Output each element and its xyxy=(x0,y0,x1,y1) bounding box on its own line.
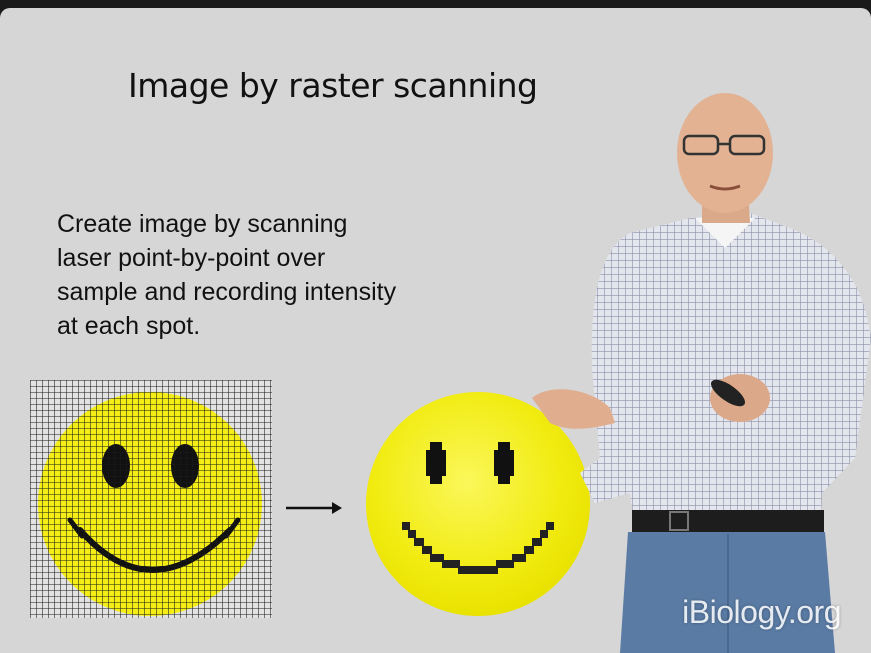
body-line: sample and recording intensity xyxy=(57,278,397,306)
ibiology-watermark: iBiology.org xyxy=(682,594,841,630)
body-line: at each spot. xyxy=(57,312,201,340)
right-arrow-icon xyxy=(286,502,342,514)
slide-body-text: Create image by scanning laser point-by-… xyxy=(57,207,487,343)
presenter-figure xyxy=(532,93,871,653)
slide-title: Image by raster scanning xyxy=(128,66,538,105)
body-line: Create image by scanning xyxy=(57,210,348,238)
grid-smiley-illustration xyxy=(30,380,272,618)
body-line: laser point-by-point over xyxy=(57,244,326,272)
pixel-smiley-illustration xyxy=(366,392,590,616)
video-frame: Image by raster scanning Create image by… xyxy=(0,8,871,653)
